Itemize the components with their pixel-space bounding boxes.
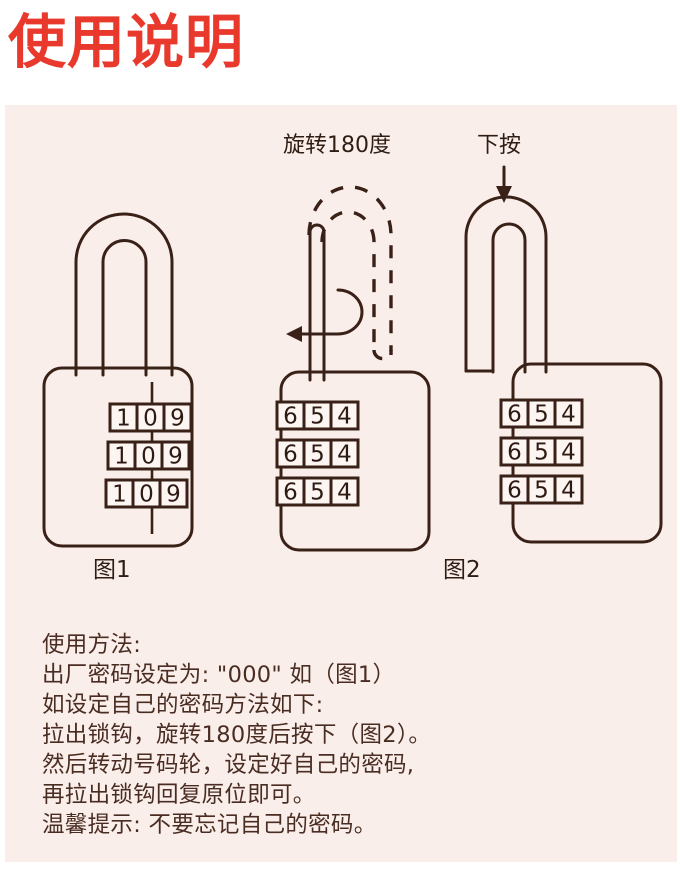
page-title: 使用说明 <box>8 8 245 76</box>
figure-2-caption: 图2 <box>443 557 481 583</box>
instruction-line: 出厂密码设定为: "000" 如（图1） <box>42 662 396 688</box>
instruction-line: 拉出锁钩，旋转180度后按下（图2）。 <box>42 722 432 748</box>
instruction-line: 然后转动号码轮，设定好自己的密码, <box>42 752 415 778</box>
instruction-line: 如设定自己的密码方法如下: <box>42 692 324 718</box>
press-down-label: 下按 <box>477 133 522 158</box>
instructions-block: 使用方法: 出厂密码设定为: "000" 如（图1） 如设定自己的密码方法如下:… <box>42 630 602 840</box>
instruction-line: 使用方法: <box>42 632 142 658</box>
instruction-line: 再拉出锁钩回复原位即可。 <box>42 782 316 808</box>
instruction-line: 温馨提示: 不要忘记自己的密码。 <box>42 812 377 838</box>
figure-1-caption: 图1 <box>93 557 131 583</box>
rotate-180-label: 旋转180度 <box>283 133 391 158</box>
